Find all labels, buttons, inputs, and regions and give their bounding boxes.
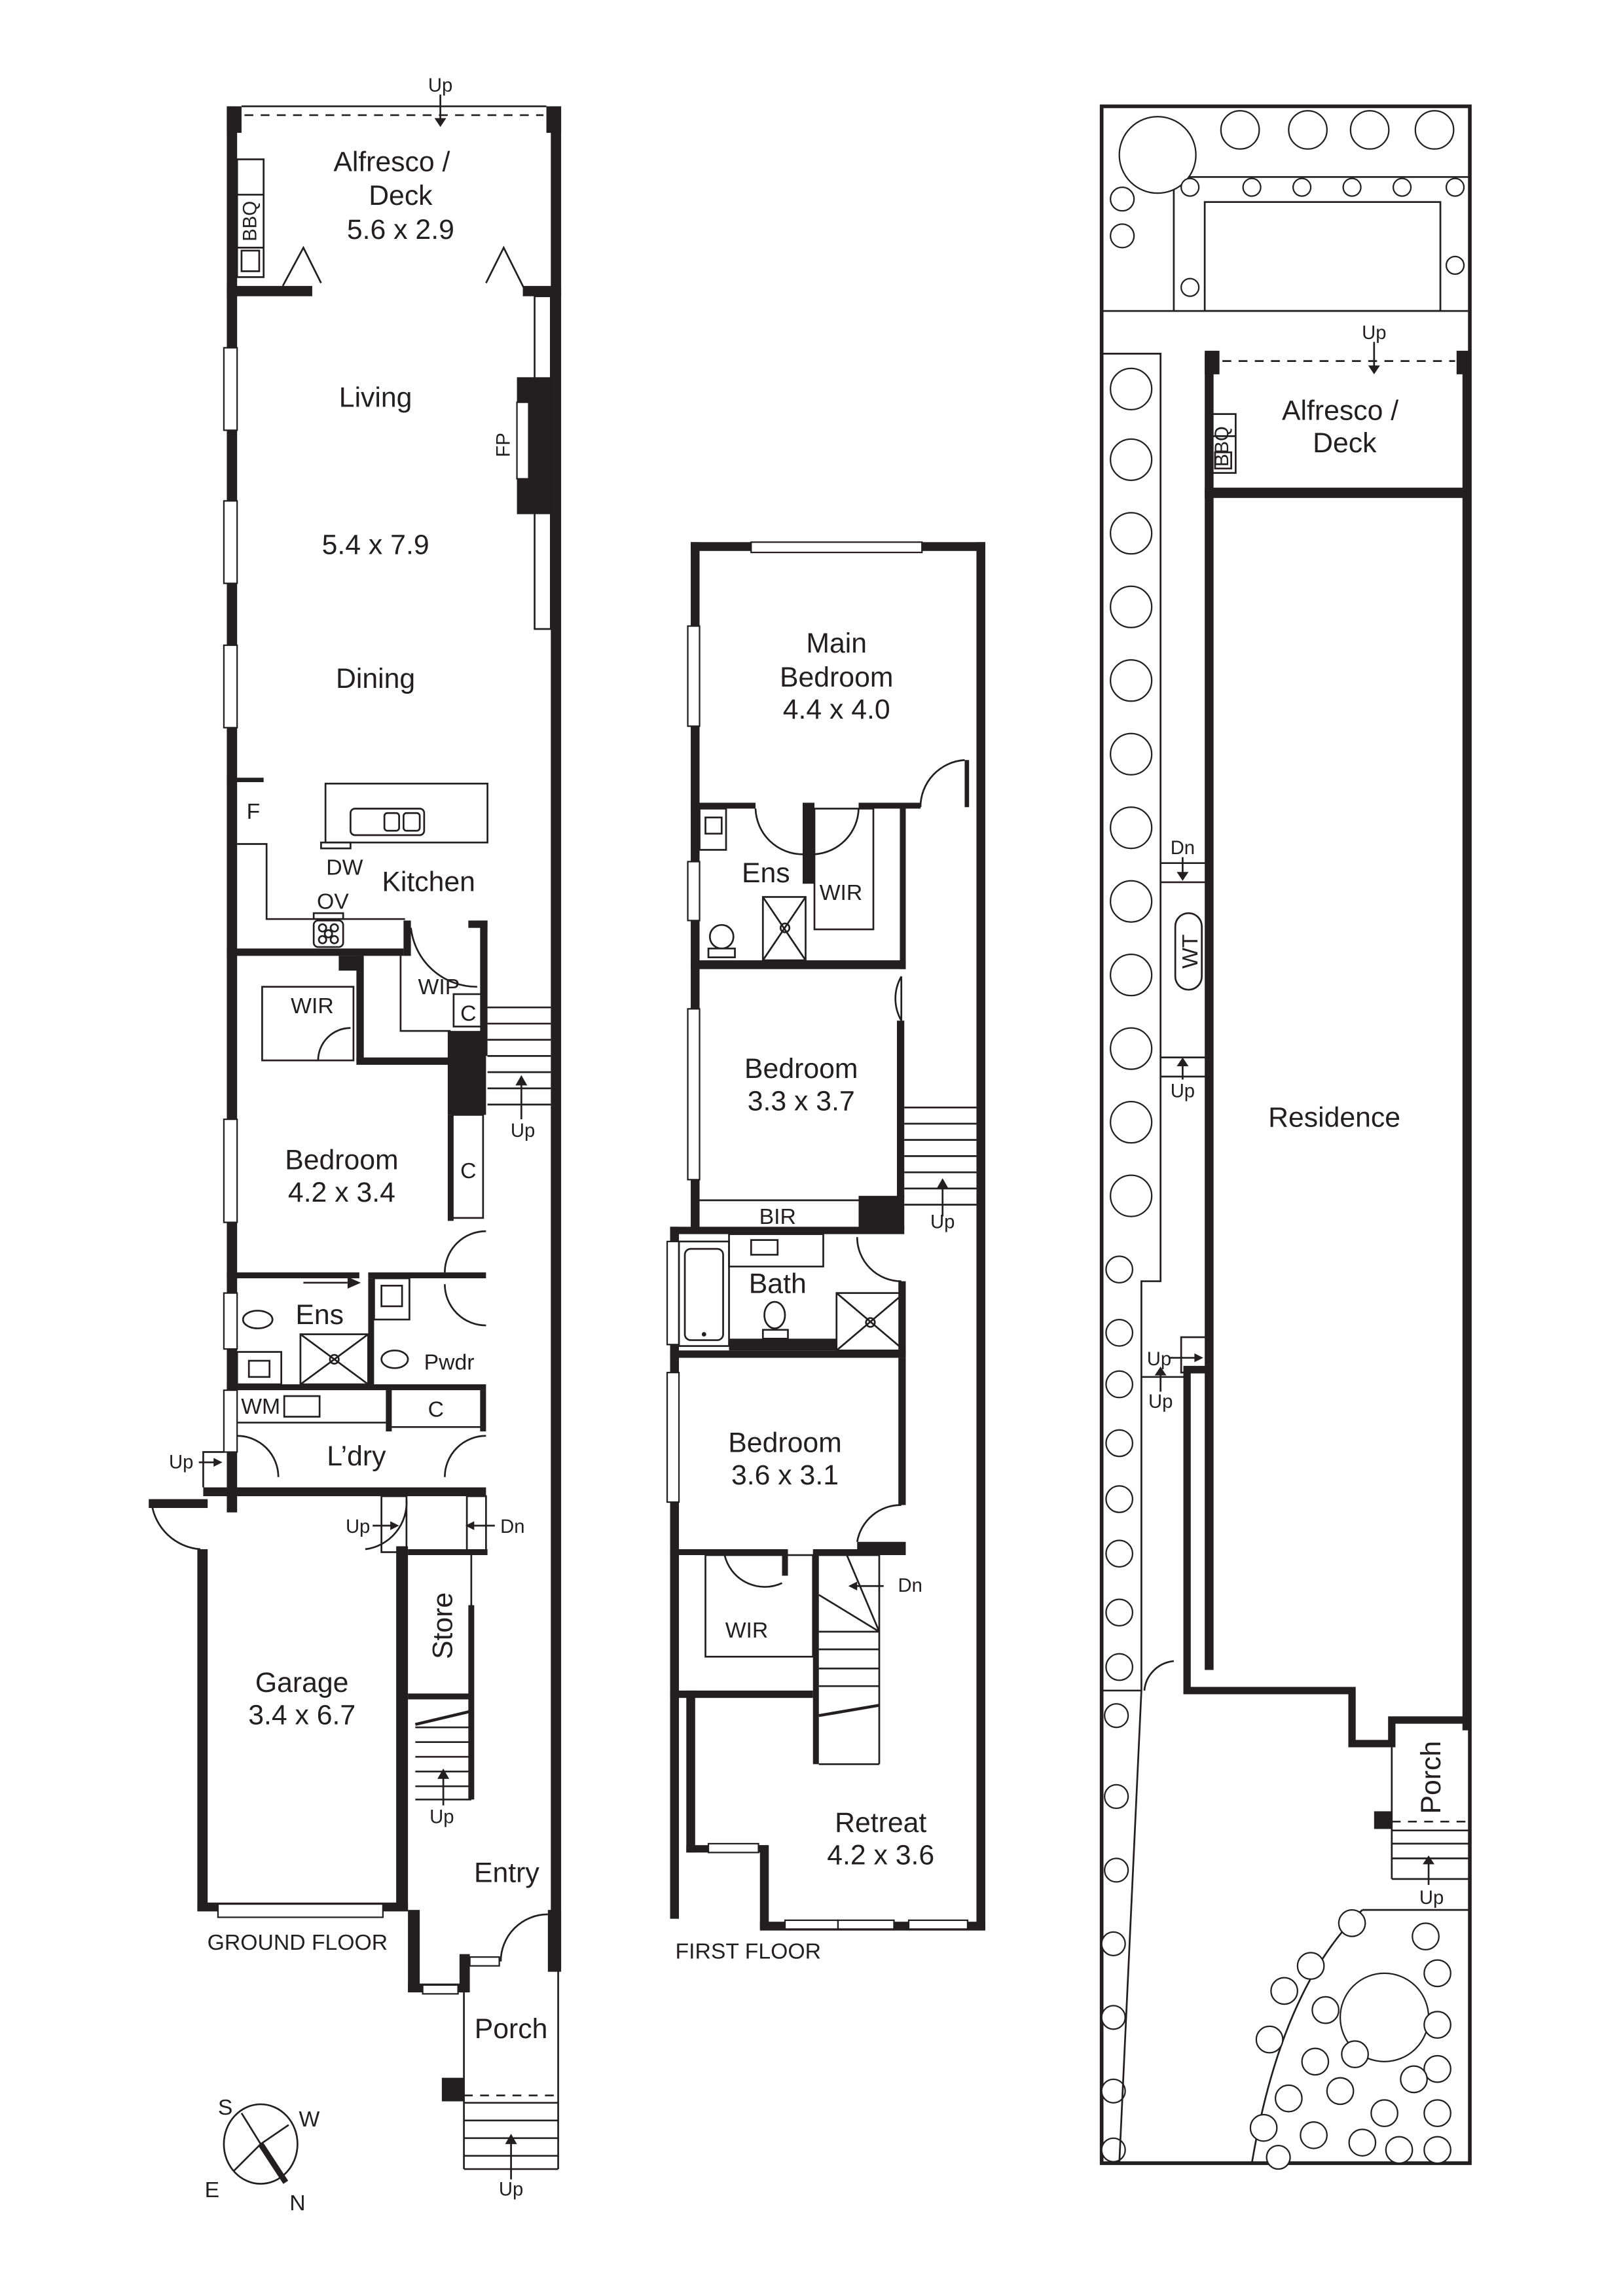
ff-stairs-up-label: Up [930,1212,955,1233]
site-porch-name: Porch [1415,1741,1447,1814]
fireplace-label: FP [493,433,514,457]
gf-porch-up-label: Up [499,2179,523,2200]
compass-east: E [205,2178,220,2202]
ff-retreat-name: Retreat [835,1807,926,1839]
laundry-side-up-label: Up [169,1452,193,1473]
gf-bedroom-name: Bedroom [285,1145,398,1176]
water-tank-label: WT [1178,934,1203,968]
site-side-up-3-label: Up [1148,1391,1173,1412]
ff-ensuite-name: Ens [742,857,790,889]
gf-garage-dims: 3.4 x 6.7 [248,1700,356,1731]
gf-garage-name: Garage [255,1667,349,1698]
site-residence-name: Residence [1268,1102,1400,1133]
compass-west: W [299,2107,319,2132]
gf-hall-up-label: Up [511,1121,535,1141]
ff-bedroom2-name: Bedroom [744,1053,858,1085]
gf-ensuite-name: Ens [295,1299,344,1331]
gf-dining-name: Dining [336,663,415,694]
site-alfresco-up-label: Up [1362,323,1386,344]
gf-laundry-name: L’dry [327,1441,386,1472]
ff-main-bedroom-name-2: Bedroom [780,662,893,693]
gf-bbq-label: BBQ [240,201,261,242]
washing-machine-label: WM [241,1394,280,1419]
gf-alfresco-name-2: Deck [369,180,433,211]
ground-floor-title: GROUND FLOOR [208,1930,388,1955]
compass-rose: S W E N [205,2095,320,2215]
cupboard-2-label: C [460,1158,476,1183]
gf-wir-name: WIR [291,994,334,1018]
gf-alfresco-up-label: Up [428,75,452,96]
gf-powder-name: Pwdr [424,1350,475,1375]
compass-north: N [289,2191,305,2215]
cupboard-3-label: C [428,1397,444,1422]
site-bbq-label: BBQ [1212,426,1233,467]
site-side-up-label: Up [1171,1081,1195,1102]
first-floor-title: FIRST FLOOR [676,1939,821,1964]
gf-porch-name: Porch [475,2013,548,2045]
ff-stairs-dn [812,1549,884,1765]
ff-bir-name: BIR [759,1204,796,1229]
gf-living-dims: 5.4 x 7.9 [322,529,429,560]
ff-wir3-name: WIR [725,1618,769,1643]
site-alfresco-name-1: Alfresco / [1282,395,1398,427]
compass-south: S [218,2095,233,2120]
gf-kitchen-name: Kitchen [382,866,475,897]
site-porch-up-label: Up [1419,1888,1444,1909]
first-floor-plan: Main Bedroom 4.4 x 4.0 Ens WIR Bedroom 3… [666,541,985,1964]
ff-stairs-up [904,1106,977,1217]
ff-bedroom2-dims: 3.3 x 3.7 [748,1086,855,1117]
ff-stairs-dn-label: Dn [898,1575,922,1596]
gf-alfresco-name-1: Alfresco / [333,146,450,177]
side-trees [1101,367,1153,2162]
garage-up-label: Up [346,1516,370,1537]
gf-bedroom-dims: 4.2 x 3.4 [288,1177,395,1208]
store-stairs-up-label: Up [429,1806,454,1827]
oven-label: OV [317,889,349,914]
gf-store-name: Store [428,1592,459,1659]
site-plan: Dn WT Up Up BBQ Alfresco / Deck Residenc… [1099,104,1472,2170]
site-side-up-2-label: Up [1147,1349,1171,1370]
dishwasher-label: DW [326,855,363,880]
ff-retreat-dims: 4.2 x 3.6 [827,1839,934,1871]
ff-main-bedroom-name-1: Main [806,628,867,659]
gf-alfresco-dims: 5.6 x 2.9 [347,214,454,245]
site-alfresco-name-2: Deck [1313,427,1377,459]
ground-floor-plan: BBQ Up Alfresco / Deck 5.6 x 2.9 FP Livi… [149,75,562,2200]
gf-hall-stairs [487,1006,551,1120]
rear-garden-trees [1110,110,1465,297]
cupboard-1-label: C [460,1001,476,1026]
ff-wir-main-name: WIR [820,880,863,905]
ff-bath-name: Bath [749,1268,807,1300]
ff-main-bedroom-dims: 4.4 x 4.0 [783,694,890,725]
ff-bedroom3-name: Bedroom [728,1427,841,1459]
gf-living-name: Living [339,382,412,413]
ff-bedroom3-dims: 3.6 x 3.1 [731,1460,839,1491]
hall-dn-label: Dn [500,1516,524,1537]
fridge-label: F [247,799,261,824]
site-side-dn-label: Dn [1171,838,1195,859]
gf-entry-name: Entry [474,1857,539,1888]
front-garden-trees [1249,1909,1451,2170]
